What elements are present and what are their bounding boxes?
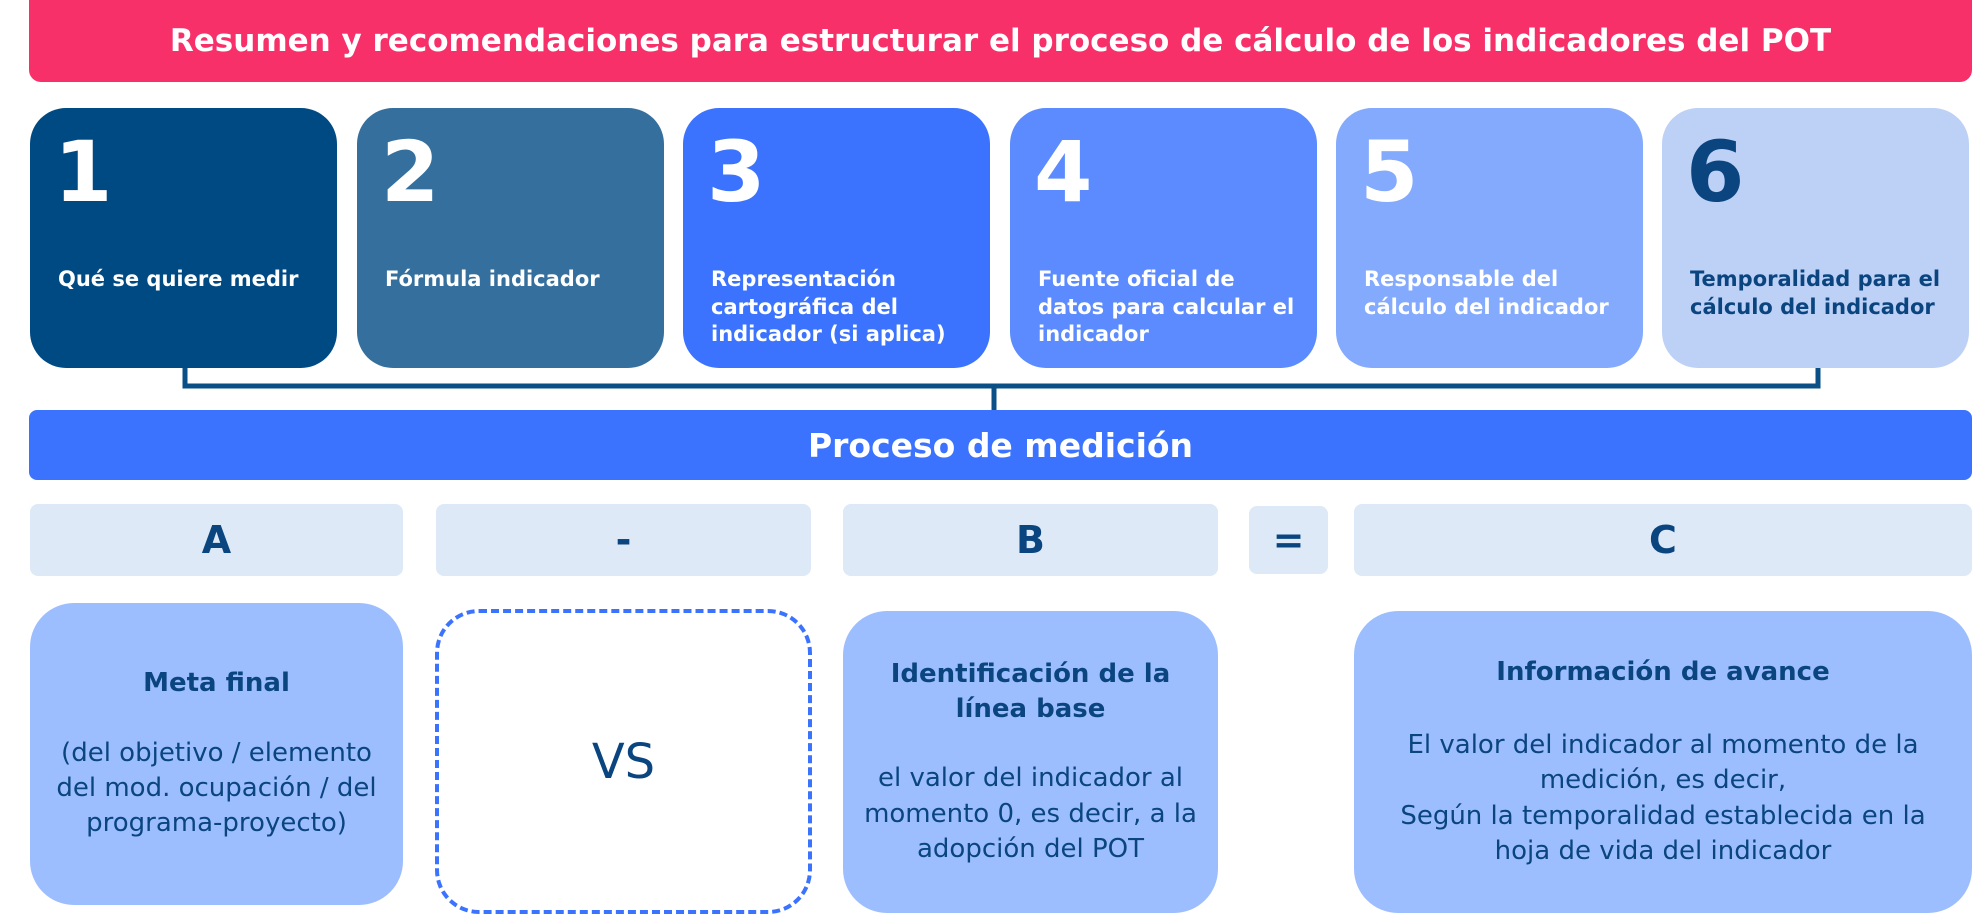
step-card-3: 3 Representación cartográfica del indica… <box>683 108 990 368</box>
card-title: Meta final <box>143 668 290 699</box>
card-description: El valor del indicador al momento de la … <box>1407 729 1919 796</box>
step-label: Temporalidad para el cálculo del indicad… <box>1690 267 1941 319</box>
step-card-5: 5 Responsable del cálculo del indicador <box>1336 108 1643 368</box>
step-label: Responsable del cálculo del indicador <box>1364 267 1609 319</box>
step-label: Fórmula indicador <box>385 267 600 291</box>
step-number: 2 <box>381 123 440 221</box>
page-title: Resumen y recomendaciones para estructur… <box>29 0 1972 82</box>
process-bar: Proceso de medición <box>29 410 1972 480</box>
step-number: 4 <box>1034 123 1093 221</box>
step-label: Qué se quiere medir <box>58 267 299 291</box>
card-description-2: Según la temporalidad establecida en la … <box>1400 800 1926 867</box>
step-label: Fuente oficial de datos para calcular el… <box>1038 267 1295 347</box>
step-number: 5 <box>1360 123 1419 221</box>
card-title: Información de avance <box>1496 656 1830 687</box>
step-card-6: 6 Temporalidad para el cálculo del indic… <box>1662 108 1969 368</box>
card-linea-base: Identificación de la línea base el valor… <box>843 611 1218 913</box>
card-informacion-avance: Información de avance El valor del indic… <box>1354 611 1972 913</box>
step-card-2: 2 Fórmula indicador <box>357 108 664 368</box>
step-label: Representación cartográfica del indicado… <box>711 267 946 347</box>
operator-b: B <box>843 504 1218 576</box>
card-description: el valor del indicador al momento 0, es … <box>864 763 1197 865</box>
operator-minus: - <box>436 504 811 576</box>
step-number: 1 <box>54 123 113 221</box>
card-meta-final: Meta final (del objetivo / elemento del … <box>30 603 403 905</box>
step-number: 6 <box>1686 123 1745 221</box>
step-card-1: 1 Qué se quiere medir <box>30 108 337 368</box>
card-title: Identificación de la línea base <box>890 658 1171 724</box>
operator-a: A <box>30 504 403 576</box>
operator-c: C <box>1354 504 1972 576</box>
step-card-4: 4 Fuente oficial de datos para calcular … <box>1010 108 1317 368</box>
card-description: (del objetivo / elemento del mod. ocupac… <box>56 737 377 839</box>
operator-equals: = <box>1249 506 1328 574</box>
vs-box: VS <box>435 609 812 914</box>
step-number: 3 <box>707 123 766 221</box>
